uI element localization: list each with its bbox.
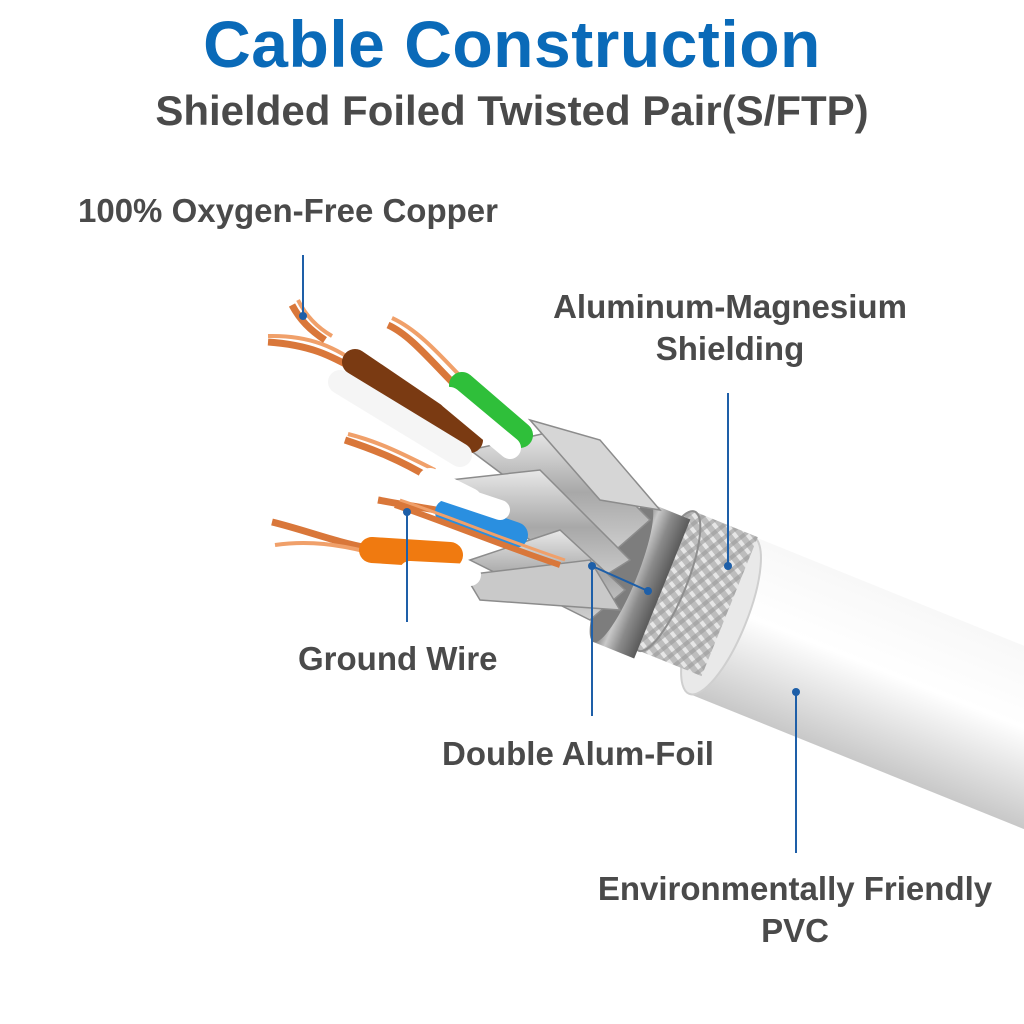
diagram-title: Cable Construction [203,7,821,81]
label-pvc-line1: Environmentally Friendly [597,870,993,907]
ground-wire [394,498,566,568]
copper-strand [288,299,334,343]
label-pvc-line2: PVC [761,912,829,949]
label-pvc-jacket: Environmentally Friendly PVC [580,868,1010,952]
label-shielding-line1: Aluminum-Magnesium [553,288,907,325]
label-aluminum-magnesium-shielding: Aluminum-Magnesium Shielding [530,286,930,370]
brown-pair [267,333,483,467]
label-oxygen-free-copper: 100% Oxygen-Free Copper [78,192,498,229]
diagram-subtitle: Shielded Foiled Twisted Pair(S/FTP) [155,87,869,134]
leader-lines [299,255,800,853]
label-shielding-line2: Shielding [655,330,805,367]
label-ground-wire: Ground Wire [298,640,498,677]
green-pair [386,316,533,459]
label-double-alum-foil: Double Alum-Foil [442,735,714,772]
orange-pair [271,518,481,586]
